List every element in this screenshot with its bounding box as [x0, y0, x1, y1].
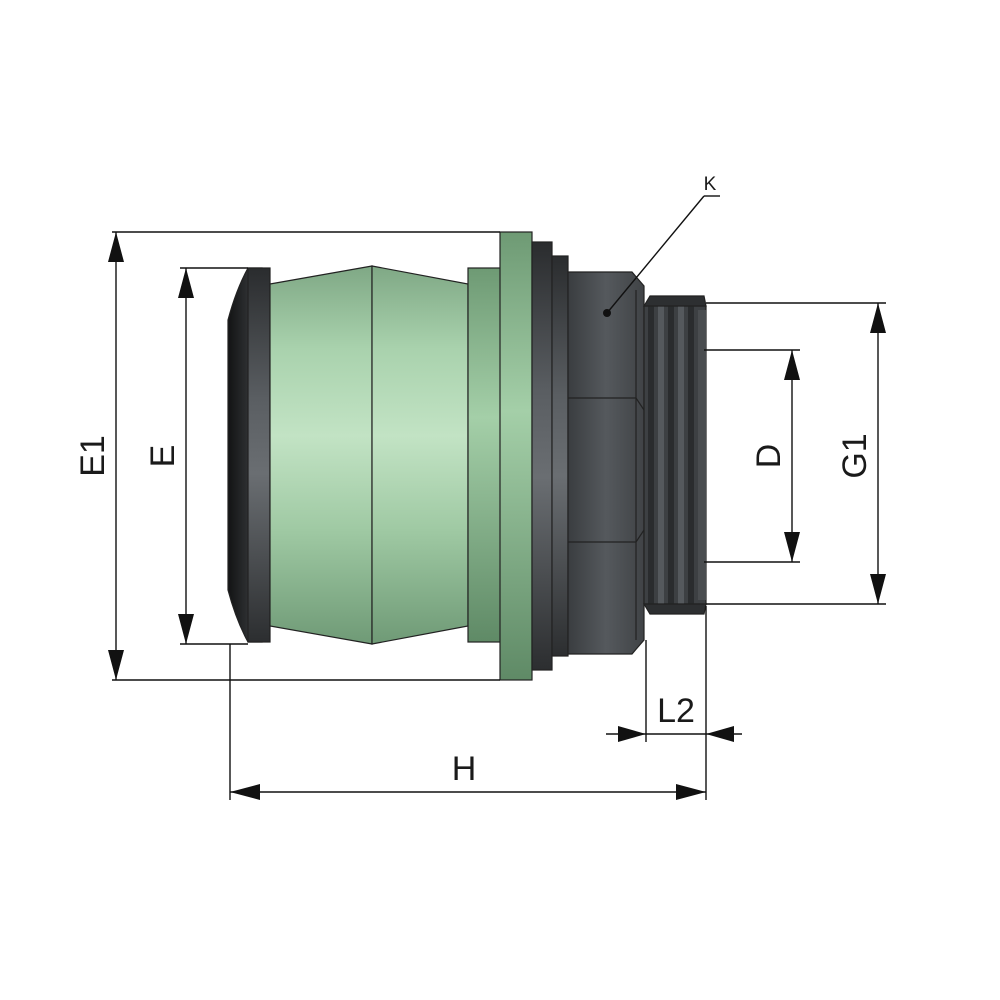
- extension-lines: [112, 231, 886, 800]
- label-k: K: [704, 174, 717, 195]
- label-d: D: [750, 444, 788, 469]
- dark-washer-2: [551, 255, 569, 657]
- label-h: H: [452, 750, 477, 788]
- dim-l2: [606, 726, 742, 742]
- label-g1: G1: [836, 433, 874, 478]
- label-e1: E1: [74, 435, 112, 477]
- label-l2: L2: [657, 692, 695, 730]
- dark-washer: [531, 241, 553, 671]
- hex-nut: [567, 271, 645, 655]
- collet-ring: [247, 267, 271, 643]
- thread: [642, 295, 707, 615]
- dim-e1: [108, 232, 124, 680]
- green-barrel-rear: [371, 265, 469, 645]
- green-barrel-front: [269, 265, 373, 645]
- label-e: E: [144, 445, 182, 468]
- dim-h: [230, 784, 706, 800]
- leader-k: [606, 195, 720, 314]
- green-flange: [499, 231, 533, 681]
- dim-e: [178, 268, 194, 644]
- dim-g1: [870, 303, 886, 604]
- fitting-body: [227, 231, 707, 681]
- green-collar: [467, 267, 503, 643]
- dim-d: [784, 350, 800, 562]
